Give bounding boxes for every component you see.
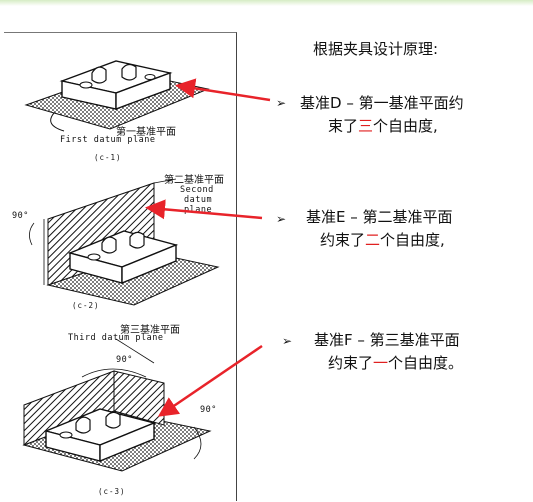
bullet-datum-e: 基准E – 第二基准平面 约束了二个自由度, xyxy=(306,206,526,252)
bullet-f-count: 一 xyxy=(373,354,389,372)
top-accent-bar xyxy=(0,0,533,6)
bullet-d-line1: 基准D – 第一基准平面约 xyxy=(300,94,464,112)
principle-title: 根据夹具设计原理: xyxy=(313,40,439,58)
c2-label-cn: 第二基准平面 xyxy=(164,175,224,186)
bullet-f-line1: 基准F – 第三基准平面 xyxy=(314,331,460,349)
bullet-datum-d: 基准D – 第一基准平面约 束了三个自由度, xyxy=(300,92,530,138)
c3-diagram xyxy=(22,338,212,472)
bullet-datum-f: 基准F – 第三基准平面 约束了一个自由度。 xyxy=(314,329,529,375)
bullet-marker-2: ➢ xyxy=(276,212,287,226)
datum-drawing xyxy=(22,60,220,472)
c3-third-wall xyxy=(113,370,165,426)
bullet-d-line2: 束了三个自由度, xyxy=(328,117,438,135)
bullet-marker-1: ➢ xyxy=(276,96,287,110)
c2-label-en-1: Second xyxy=(180,185,214,195)
bullet-e-line1: 基准E – 第二基准平面 xyxy=(306,208,453,226)
c3-angle-top: 90° xyxy=(116,355,133,365)
c2-diagram xyxy=(29,178,220,306)
c3-figure-number: (c-3) xyxy=(98,487,126,496)
c2-figure-number: (c-2) xyxy=(72,301,100,310)
c1-figure-number: (c-1) xyxy=(94,153,122,162)
c1-diagram xyxy=(24,60,210,132)
bullet-e-line2: 约束了二个自由度, xyxy=(320,231,445,249)
datum-planes-figure: 第一基准平面 First datum plane (c-1) 第二基准平面 Se… xyxy=(4,32,237,501)
bullet-marker-3: ➢ xyxy=(282,334,293,348)
c2-label-en-2: datum xyxy=(184,195,213,205)
c2-label-en-3: plane xyxy=(184,205,213,215)
c2-angle: 90° xyxy=(12,211,29,221)
c1-label-en: First datum plane xyxy=(60,135,156,145)
c3-label-cn: 第三基准平面 xyxy=(120,325,180,336)
c3-angle-right: 90° xyxy=(200,405,217,415)
bullet-f-line2: 约束了一个自由度。 xyxy=(328,354,464,372)
bullet-d-count: 三 xyxy=(358,117,374,135)
bullet-e-count: 二 xyxy=(365,231,381,249)
c1-label-cn: 第一基准平面 xyxy=(116,127,176,138)
c3-label-en: Third datum plane xyxy=(68,333,164,343)
